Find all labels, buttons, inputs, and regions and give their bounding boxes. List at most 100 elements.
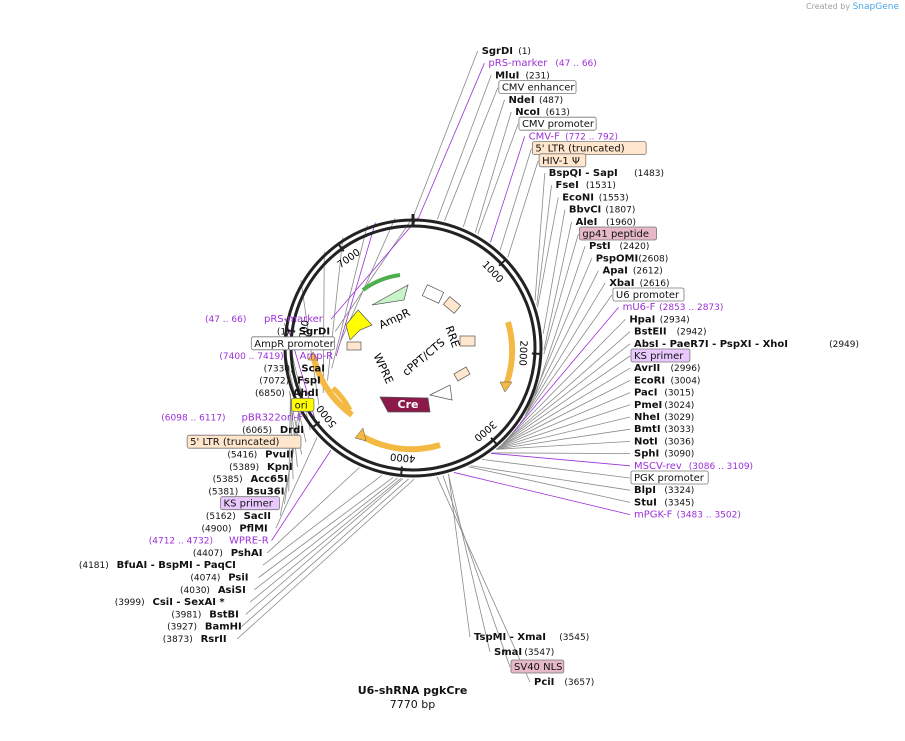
site-label-pcii[interactable]: PciI(3657)	[534, 677, 594, 688]
site-label-xbai[interactable]: XbaI(2616)	[609, 278, 669, 289]
site-label-bstbi[interactable]: BstBI(3981)	[171, 609, 239, 620]
site-label-mscv-rev[interactable]: MSCV-rev(3086 .. 3109)	[634, 461, 753, 472]
feature-label-ampr: AmpR	[377, 306, 413, 332]
site-position: (1553)	[599, 193, 629, 203]
site-label-bmti[interactable]: BmtI(3033)	[634, 424, 694, 435]
site-label-ks-primer[interactable]: KS primer	[220, 496, 280, 511]
site-label-asisi[interactable]: AsiSI(4030)	[180, 585, 246, 596]
site-label-sacii[interactable]: SacII(5162)	[206, 511, 271, 522]
site-label-cmv-enhancer[interactable]: CMV enhancer	[498, 80, 577, 94]
leader-line	[543, 233, 579, 355]
site-label-stui[interactable]: StuI(3345)	[634, 497, 694, 508]
hiv-box	[442, 296, 462, 314]
site-label-blpi[interactable]: BlpI(3324)	[634, 485, 694, 496]
site-label-mlui[interactable]: MluI(231)	[495, 70, 550, 81]
site-label-u6-promoter[interactable]: U6 promoter	[612, 287, 685, 302]
site-label-pbr322ori-f[interactable]: pBR322ori-F(6098 .. 6117)	[161, 413, 303, 424]
leader-line	[503, 331, 631, 444]
site-label-noti[interactable]: NotI(3036)	[634, 436, 694, 447]
site-label-cmv-f[interactable]: CMV-F(772 .. 792)	[529, 131, 618, 142]
site-name: SphI	[634, 449, 659, 460]
site-position: (47 .. 66)	[205, 315, 246, 325]
site-label-mu6-f[interactable]: mU6-F(2853 .. 2873)	[623, 302, 724, 313]
site-label-alei[interactable]: AleI(1960)	[576, 217, 636, 228]
site-label-5-ltr-truncated-[interactable]: 5' LTR (truncated)	[186, 434, 302, 449]
site-label-amp-r[interactable]: Amp-R(7400 .. 7419)	[219, 351, 333, 362]
site-label-pshai[interactable]: PshAI(4407)	[193, 548, 262, 559]
site-label-prs-marker[interactable]: pRS-marker(47 .. 66)	[205, 314, 324, 325]
site-position: (3324)	[664, 486, 694, 496]
site-label-hiv-1-[interactable]: HIV-1 Ψ	[538, 153, 587, 168]
site-label-bamhi[interactable]: BamHI(3927)	[167, 622, 242, 633]
site-label-ahdi[interactable]: AhdI(6850)	[255, 388, 319, 399]
leader-line	[496, 441, 631, 450]
site-label-sgrdi[interactable]: SgrDI(1)	[277, 327, 330, 338]
site-label-econi[interactable]: EcoNI(1553)	[562, 192, 628, 203]
site-label-ori[interactable]: ori	[291, 397, 315, 412]
site-name: FseI	[556, 180, 579, 191]
site-name: SgrDI	[482, 46, 513, 57]
site-label-smai[interactable]: SmaI(3547)	[494, 647, 554, 658]
site-label-bsteii[interactable]: BstEII(2942)	[634, 327, 707, 338]
site-position: (2853 .. 2873)	[659, 303, 723, 313]
site-label-gp41-peptide[interactable]: gp41 peptide	[578, 226, 657, 241]
site-label-pmei[interactable]: PmeI(3024)	[634, 400, 694, 411]
site-name: DrdI	[280, 425, 304, 436]
site-label-pgk-promoter[interactable]: PGK promoter	[630, 470, 709, 485]
site-position: (3545)	[559, 633, 589, 643]
site-position: (47 .. 66)	[555, 59, 596, 69]
site-label-ampr-promoter[interactable]: AmpR promoter	[250, 336, 335, 351]
site-label-pflmi[interactable]: PflMI(4900)	[202, 523, 268, 534]
site-label-sphi[interactable]: SphI(3090)	[634, 449, 694, 460]
site-name: U6 promoter	[616, 290, 680, 301]
site-label-bbvci[interactable]: BbvCI (1807)	[569, 205, 635, 216]
site-label-sgrdi[interactable]: SgrDI(1)	[482, 46, 531, 57]
site-name: AvrII	[634, 363, 660, 374]
site-label-cmv-promoter[interactable]: CMV promoter	[518, 116, 597, 131]
site-label-pvuii[interactable]: PvuII(5416)	[227, 450, 293, 461]
site-label-hpai[interactable]: HpaI(2934)	[629, 314, 689, 325]
site-position: (3015)	[664, 389, 694, 399]
site-label-fsei[interactable]: FseI(1531)	[556, 180, 616, 191]
site-label-rsrii[interactable]: RsrII(3873)	[163, 634, 227, 645]
site-name: BbvCI	[569, 205, 601, 216]
site-name: PspOMI	[596, 253, 638, 264]
site-label-5-ltr-truncated-[interactable]: 5' LTR (truncated)	[531, 141, 647, 156]
site-label-pspomi[interactable]: PspOMI(2608)	[596, 253, 669, 264]
site-label-apai[interactable]: ApaI(2612)	[602, 266, 662, 277]
site-label-tspmi-xmai[interactable]: TspMI - XmaI(3545)	[474, 632, 589, 643]
site-label-avrii[interactable]: AvrII(2996)	[634, 363, 700, 374]
site-label-bfuai-bspmi-paqci[interactable]: BfuAI - BspMI - PaqCI(4181)	[79, 560, 236, 571]
site-label-wpre-r[interactable]: WPRE-R(4712 .. 4732)	[149, 536, 269, 547]
site-label-psii[interactable]: PsiI(4074)	[190, 573, 248, 584]
leader-line	[477, 124, 519, 235]
site-label-mpgk-f[interactable]: mPGK-F(3483 .. 3502)	[634, 510, 741, 521]
site-label-absi-paer7i-pspxi-xhoi[interactable]: AbsI - PaeR7I - PspXI - XhoI(2949)	[634, 339, 859, 350]
site-label-drdi[interactable]: DrdI(6065)	[242, 425, 304, 436]
site-label-bsu36i[interactable]: Bsu36I(5381)	[208, 486, 284, 497]
site-position: (3981)	[171, 610, 201, 620]
site-label-prs-marker[interactable]: pRS-marker(47 .. 66)	[488, 58, 596, 69]
site-position: (3036)	[664, 437, 694, 447]
site-label-ndei[interactable]: NdeI(487)	[509, 95, 564, 106]
site-label-scai[interactable]: ScaI(7330)	[264, 363, 325, 374]
leader-line	[481, 459, 631, 479]
site-name: MSCV-rev	[634, 461, 682, 472]
site-position: (1807)	[605, 206, 635, 216]
site-label-acc65i[interactable]: Acc65I(5385)	[213, 474, 288, 485]
site-label-kpni[interactable]: KpnI(5389)	[229, 462, 293, 473]
site-label-ncoi[interactable]: NcoI(613)	[515, 107, 570, 118]
site-label-bspqi-sapi[interactable]: BspQI - SapI(1483)	[549, 168, 664, 179]
site-label-fspi[interactable]: FspI(7072)	[259, 376, 320, 387]
site-name: PGK promoter	[634, 473, 705, 484]
site-label-sv40-nls[interactable]: SV40 NLS	[510, 659, 565, 674]
site-label-paci[interactable]: PacI(3015)	[634, 388, 694, 399]
site-position: (5389)	[229, 463, 259, 473]
site-label-ecori[interactable]: EcoRI(3004)	[634, 375, 700, 386]
site-label-csii-sexai-[interactable]: CsiI - SexAI *(3999)	[115, 597, 226, 608]
site-label-psti[interactable]: PstI(2420)	[589, 241, 649, 252]
site-label-nhei[interactable]: NheI(3029)	[634, 412, 694, 423]
site-label-ks-primer[interactable]: KS primer	[630, 348, 691, 363]
leader-line	[330, 216, 420, 320]
